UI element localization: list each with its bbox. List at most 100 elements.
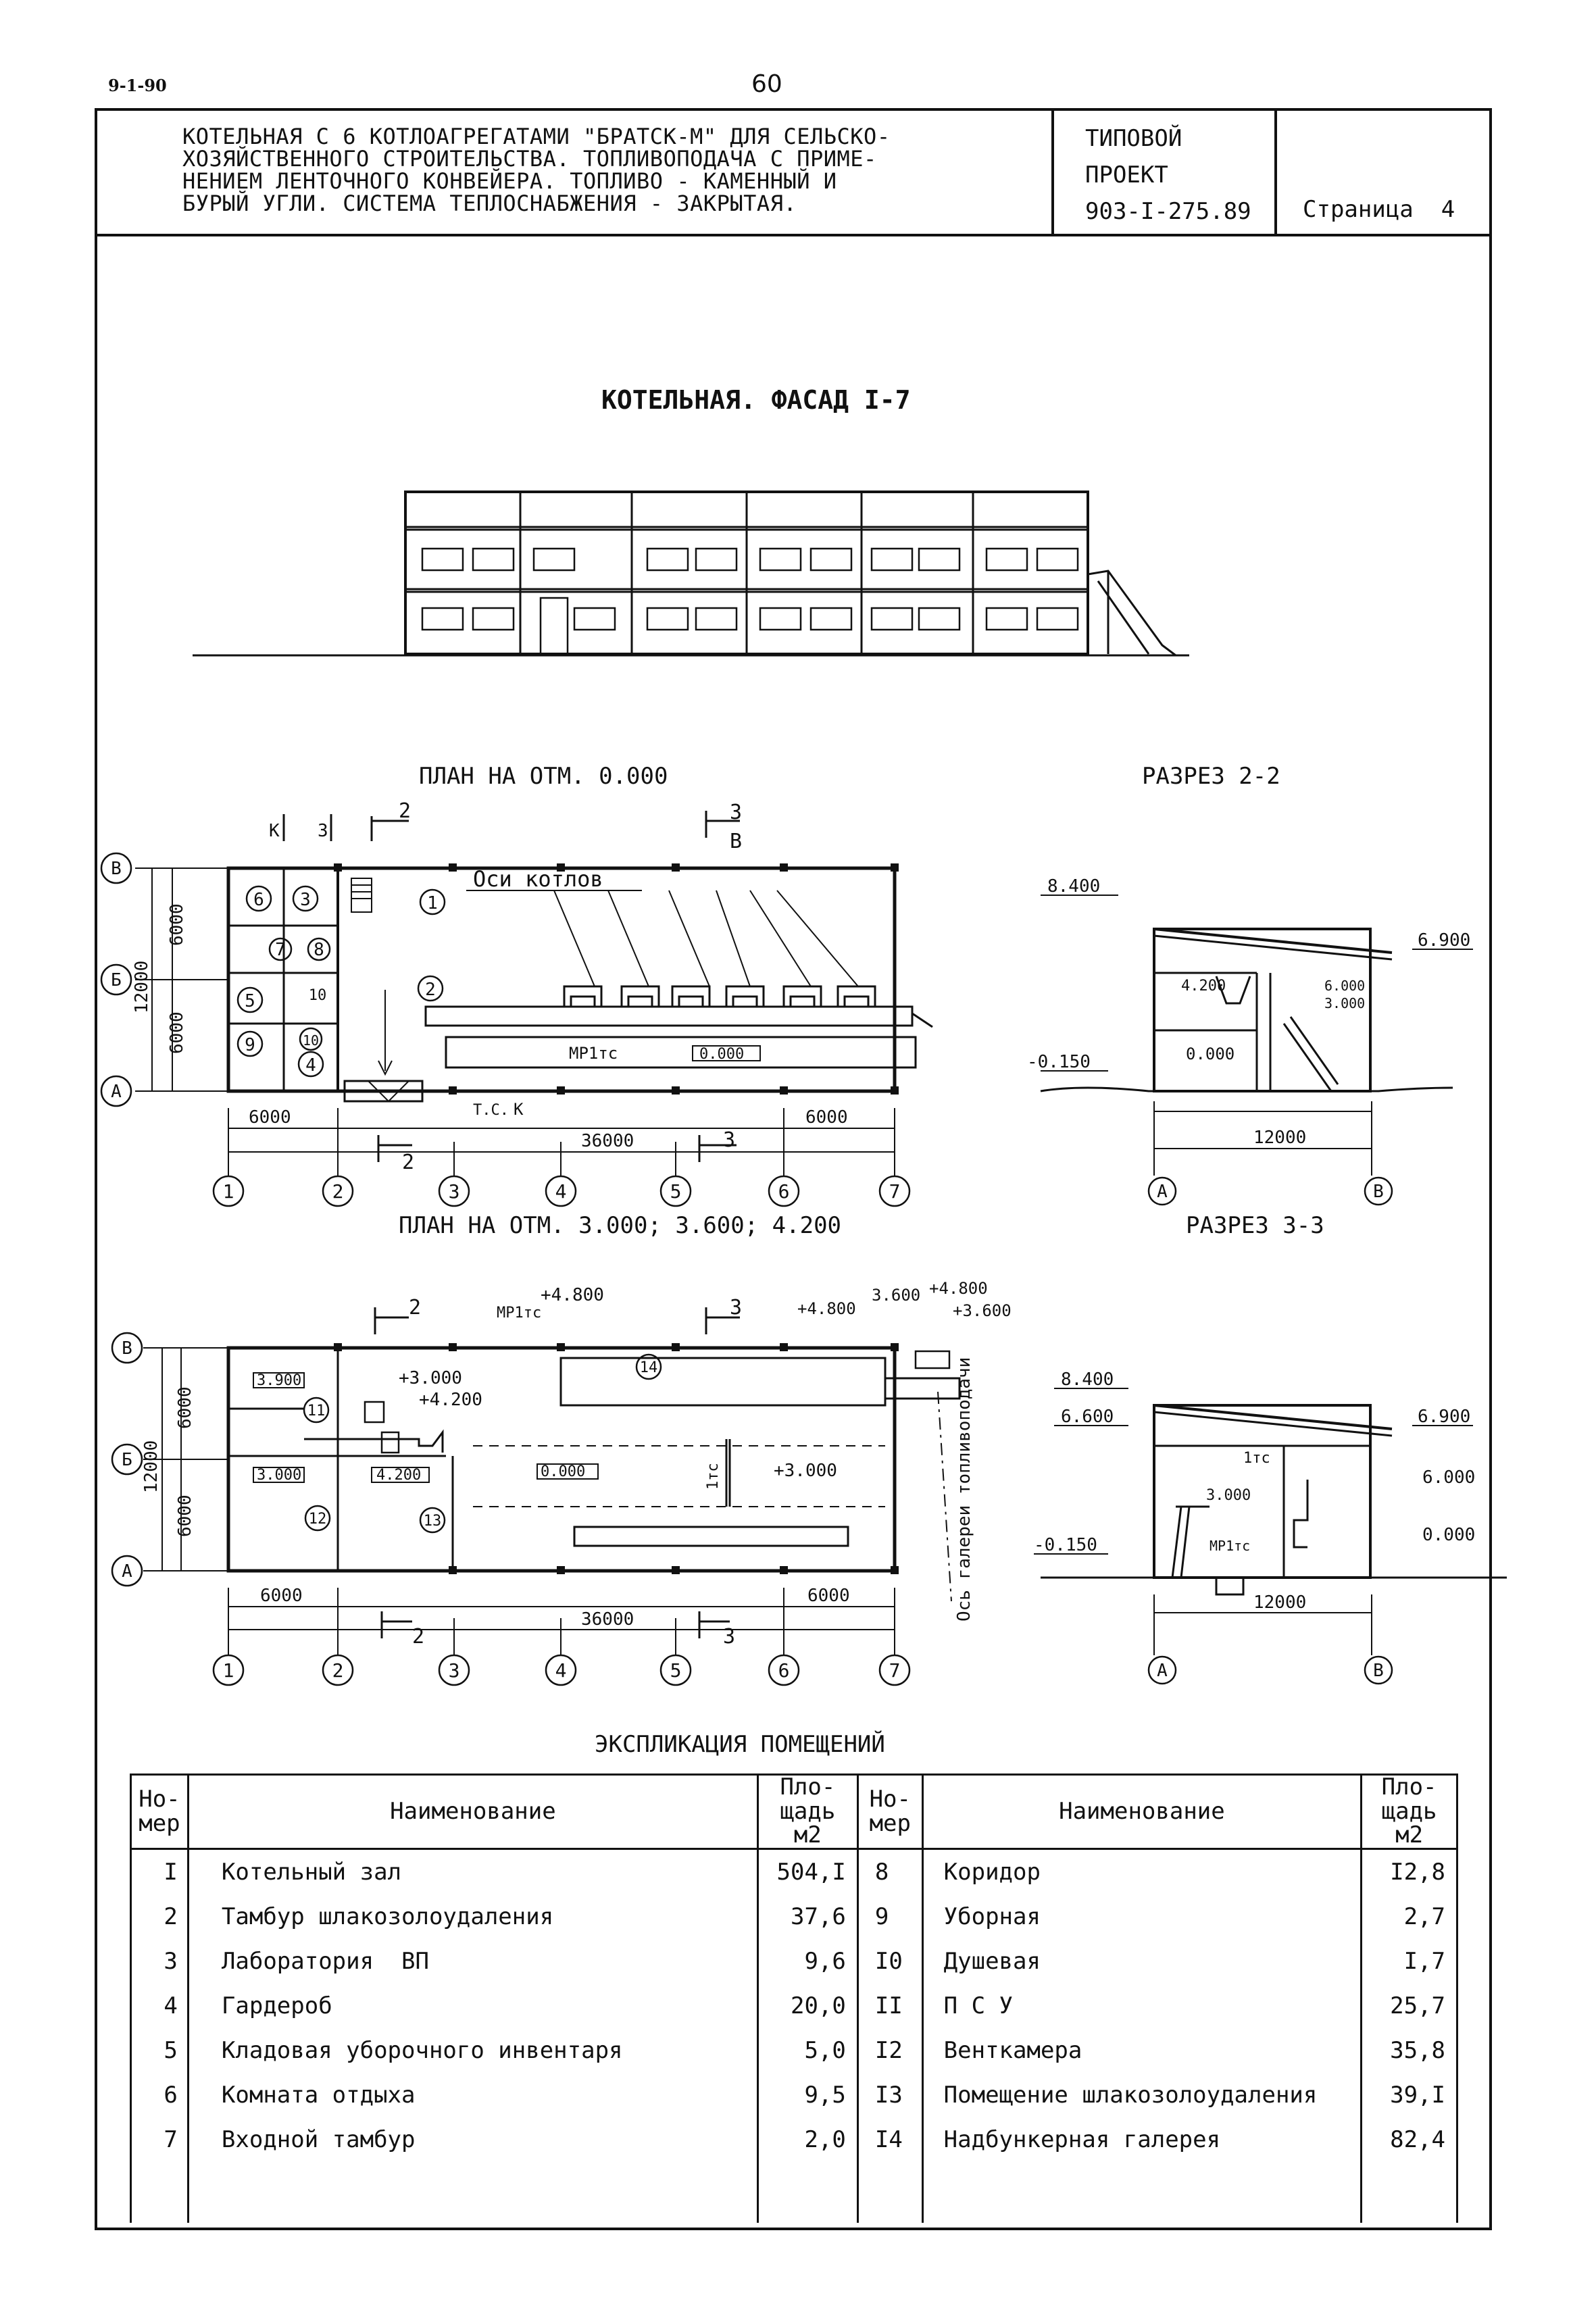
s33-level-ground: -0.150 [1034,1535,1097,1555]
table-row: 4 Гардероб 20,0 II П С У 25,7 [130,1984,1458,2029]
plan1-room-10-mark: 10 [309,987,327,1004]
plan1-room-3: 3 [300,890,311,910]
col-num: Но- мер [130,1773,189,1851]
plan2-level-4200a: 4.200 [376,1467,421,1484]
table-row: I Котельный зал 504,I 8 Коридор I2,8 [130,1848,1458,1895]
table-row: 2 Тамбур шлакозолоудаления 37,6 9 Уборна… [130,1894,1458,1940]
plan1-room-9: 9 [245,1035,255,1055]
s22-dim-12000: 12000 [1253,1128,1306,1148]
s22-level-8400: 8.400 [1047,876,1100,897]
plan2-axis-3: 3 [449,1659,460,1682]
plan2-level-3900: 3.900 [257,1372,301,1389]
project-title-line: КОТЕЛЬНАЯ С 6 КОТЛОАГРЕГАТАМИ "БРАТСК-М"… [182,124,891,149]
table-row: 3 Лаборатория ВП 9,6 I0 Душевая I,7 [130,1939,1458,1984]
section-2-2: 8.400 6.900 4.200 6.000 3.000 0.000 -0.1… [1027,876,1473,1206]
plan2-1tc: 1тс [705,1463,722,1490]
plan2-level-4200b: +4.200 [419,1390,482,1410]
plan2-dim-6000-v1: 6000 [175,1386,195,1429]
row-area: 25,7 [1360,1984,1458,2029]
row-name: Венткамера [921,2028,1363,2073]
gallery-axis-label: Ось галереи топливоподачи [954,1357,974,1621]
plan1-room-4: 4 [305,1055,316,1076]
plan2-axis-a: А [122,1561,132,1582]
plan2-level-4800c: +4.800 [929,1279,988,1298]
plan1-dim-6000-v1: 6000 [167,903,187,946]
project-title-line: БУРЫЙ УГЛИ. СИСТЕМА ТЕПЛОСНАБЖЕНИЯ - ЗАК… [182,191,797,216]
row-area: 82,4 [1360,2117,1458,2163]
row-name: Надбункерная галерея [921,2117,1363,2163]
drawing-frame [95,108,1492,2230]
plan2-cut-2-bottom: 2 [412,1625,424,1649]
s22-axis-a: А [1157,1182,1168,1202]
row-num: I [130,1848,189,1895]
plan2-axis-2: 2 [332,1659,344,1682]
row-area: 9,6 [756,1939,859,1984]
plan2-room-11: 11 [307,1403,326,1419]
s33-level-6000: 6.000 [1422,1467,1475,1488]
section22-title: РАЗРЕЗ 2-2 [1142,763,1280,790]
plan2-level-3000b: +3.000 [399,1368,462,1388]
plan2: 11 12 13 14 3.900 3.000 4.200 0.000 +3.0… [111,1279,1012,1686]
plan1-room-8: 8 [314,940,324,960]
explication-table: Но- мер Наименование Пло- щадь м2 Но- ме… [130,1773,1458,2223]
plan2-level-3000c: +3.000 [774,1461,837,1481]
s33-mp1tc: МР1тс [1210,1538,1250,1554]
table-row: 7 Входной тамбур 2,0 I4 Надбункерная гал… [130,2117,1458,2163]
plan2-level-3600a: 3.600 [872,1286,920,1305]
plan2-axis-5: 5 [670,1659,682,1682]
row-area: 20,0 [756,1984,859,2029]
plan1-room-7: 7 [275,940,286,960]
row-name: Душевая [921,1939,1363,1984]
row-num: I4 [856,2117,924,2163]
plan2-axis-v: В [122,1338,132,1359]
plan2-cut-3-top: 3 [730,1296,742,1319]
plan1-mp1tc: МР1тс [569,1044,618,1063]
row-name: Кладовая уборочного инвентаря [186,2028,759,2073]
boiler-axes-label: Оси котлов [473,866,603,892]
s22-level-ground: -0.150 [1027,1052,1091,1072]
plan2-title: ПЛАН НА ОТМ. 3.000; 3.600; 4.200 [399,1212,841,1239]
col-name-right: Наименование [921,1773,1363,1851]
s33-1tc: 1тс [1243,1450,1270,1467]
row-name: Котельный зал [186,1848,759,1895]
plan1-room-2: 2 [425,980,436,1000]
plan2-level-3600b: +3.600 [953,1301,1012,1320]
row-area: 35,8 [1360,2028,1458,2073]
plan2-dim-36000: 36000 [581,1609,634,1630]
s22-level-4200: 4.200 [1181,978,1226,995]
col-area-right: Пло- щадь м2 [1360,1773,1458,1851]
plan1-cut-3-bottom: 3 [723,1128,735,1152]
project-type: ТИПОВОЙ ПРОЕКТ 903-I-275.89 [1085,120,1251,230]
plan2-level-0000: 0.000 [541,1463,585,1480]
row-num: 7 [130,2117,189,2163]
plan2-cut-2-top: 2 [409,1296,421,1319]
project-type-line: ПРОЕКТ [1085,161,1168,188]
project-title-line: НЕНИЕМ ЛЕНТОЧНОГО КОНВЕЙЕРА. ТОПЛИВО - К… [182,168,837,194]
plan1-dim-6000-v2: 6000 [167,1011,187,1054]
table-row: 5 Кладовая уборочного инвентаря 5,0 I2 В… [130,2028,1458,2073]
plan1-room-6: 6 [253,890,264,910]
project-title: КОТЕЛЬНАЯ С 6 КОТЛОАГРЕГАТАМИ "БРАТСК-М"… [182,126,891,215]
plan1-dim-12000: 12000 [132,961,152,1013]
plan1-cut-v: В [730,830,742,853]
sheet-page-label: Страница 4 [1303,196,1455,223]
row-num: I0 [856,1939,924,1984]
row-num: 9 [856,1894,924,1940]
row-name: Гардероб [186,1984,759,2029]
plan1-cut-3-top: 3 [730,801,742,824]
section-3-3: 8.400 6.600 6.900 6.000 3.000 0.000 -0.1… [1034,1369,1507,1685]
row-area: 504,I [756,1848,859,1895]
facade-title: КОТЕЛЬНАЯ. ФАСАД I-7 [601,385,911,415]
row-area: 5,0 [756,2028,859,2073]
row-name: П С У [921,1984,1363,2029]
project-number: 903-I-275.89 [1085,198,1251,225]
plan1-room-10: 10 [303,1032,319,1049]
row-name: Тамбур шлакозолоудаления [186,1894,759,1940]
plan2-level-4800b: +4.800 [797,1299,856,1318]
row-num: 4 [130,1984,189,2029]
plan1-cut-k-bottom: К [514,1100,524,1119]
row-area: 2,7 [1360,1894,1458,1940]
plan1-axis-1: 1 [223,1180,234,1203]
row-num: II [856,1984,924,2029]
